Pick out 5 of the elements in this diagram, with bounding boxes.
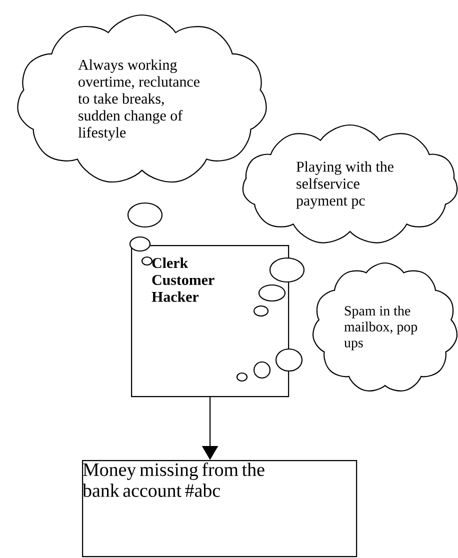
thought-cloud: Playing with the selfservice payment pc xyxy=(242,124,458,244)
actor-box: Clerk Customer Hacker xyxy=(131,245,290,398)
thought-cloud: Spam in the mailbox, pop ups xyxy=(312,262,458,392)
outcome-box: Money missing from the bank account #abc xyxy=(82,460,358,558)
thought-cloud: Always working overtime, reclutance to take breaks, sudden change of lifestyle xyxy=(17,14,267,183)
